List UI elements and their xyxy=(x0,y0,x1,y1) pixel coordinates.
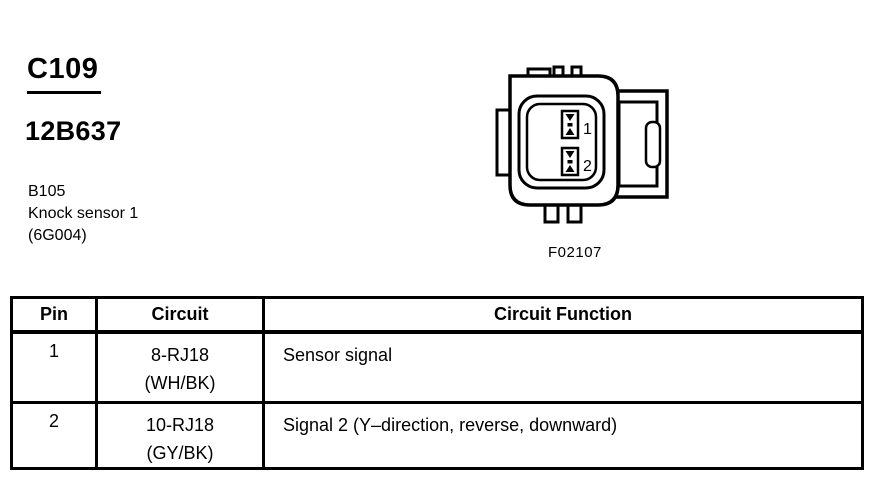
table-row: 1 8-RJ18 (WH/BK) Sensor signal xyxy=(10,330,864,404)
circuit-2-color: (GY/BK) xyxy=(146,443,214,463)
function-1-cell: Sensor signal xyxy=(262,330,864,404)
pin-1-slot xyxy=(560,109,580,140)
pin-1-label: 1 xyxy=(583,121,592,138)
pin-2-slot xyxy=(560,146,580,177)
circuit-1-cell: 8-RJ18 (WH/BK) xyxy=(95,330,265,404)
circuit-2-cell: 10-RJ18 (GY/BK) xyxy=(95,401,265,470)
pin-2-cell: 2 xyxy=(10,401,98,470)
component-description: B105 Knock sensor 1 (6G004) xyxy=(28,181,138,247)
circuit-1-color: (WH/BK) xyxy=(144,373,216,393)
header-circuit: Circuit xyxy=(95,296,265,334)
figure-caption: F02107 xyxy=(548,244,602,261)
header-function: Circuit Function xyxy=(262,296,864,334)
function-2-cell: Signal 2 (Y–direction, reverse, downward… xyxy=(262,401,864,470)
pin-1-cell: 1 xyxy=(10,330,98,404)
component-name: Knock sensor 1 xyxy=(28,205,139,222)
connector-diagram: 1 2 xyxy=(495,65,669,224)
circuit-1-code: 8-RJ18 xyxy=(150,345,210,365)
header-pin: Pin xyxy=(10,296,98,334)
connector-id: C109 xyxy=(27,53,102,94)
connector-right-block xyxy=(611,89,669,199)
circuit-2-code: 10-RJ18 xyxy=(145,415,215,435)
table-header-row: Pin Circuit Circuit Function xyxy=(10,296,864,334)
part-number: 12B637 xyxy=(25,116,122,146)
pinout-table: Pin Circuit Circuit Function 1 8-RJ18 (W… xyxy=(10,296,864,470)
component-code: (6G004) xyxy=(28,227,87,244)
table-row: 2 10-RJ18 (GY/BK) Signal 2 (Y–direction,… xyxy=(10,401,864,470)
pin-2-label: 2 xyxy=(583,158,592,175)
component-ref: B105 xyxy=(28,183,66,200)
connector-id-text: C109 xyxy=(27,53,102,94)
